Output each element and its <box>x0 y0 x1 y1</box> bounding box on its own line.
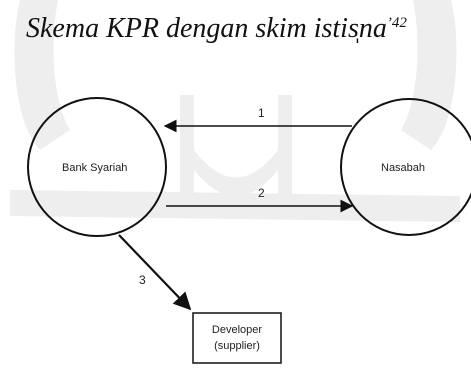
nasabah-circle <box>340 98 471 236</box>
node-developer: Developer (supplier) <box>192 312 282 364</box>
edge-2: 2 <box>166 186 354 213</box>
footnote-marker: ’42 <box>386 15 407 31</box>
edge-3-label: 3 <box>139 273 146 287</box>
nasabah-label: Nasabah <box>381 162 425 174</box>
diagram-title-text: Skema KPR dengan skim istis̩na <box>26 13 387 44</box>
developer-label-line1: Developer <box>212 324 262 336</box>
developer-label-line2: (supplier) <box>214 340 260 352</box>
node-bank-syariah: Bank Syariah <box>27 97 167 237</box>
edge-1: 1 <box>163 106 352 133</box>
edge-1-label: 1 <box>258 106 265 120</box>
developer-box <box>192 312 282 364</box>
diagram-title: Skema KPR dengan skim istis̩na’42 <box>26 12 466 46</box>
node-nasabah: Nasabah <box>340 98 471 236</box>
bank-syariah-label: Bank Syariah <box>62 162 127 174</box>
edge-3-arrow <box>118 234 192 311</box>
edge-3: 3 <box>118 234 192 311</box>
edge-2-label: 2 <box>258 186 265 200</box>
bank-syariah-circle <box>27 97 167 237</box>
